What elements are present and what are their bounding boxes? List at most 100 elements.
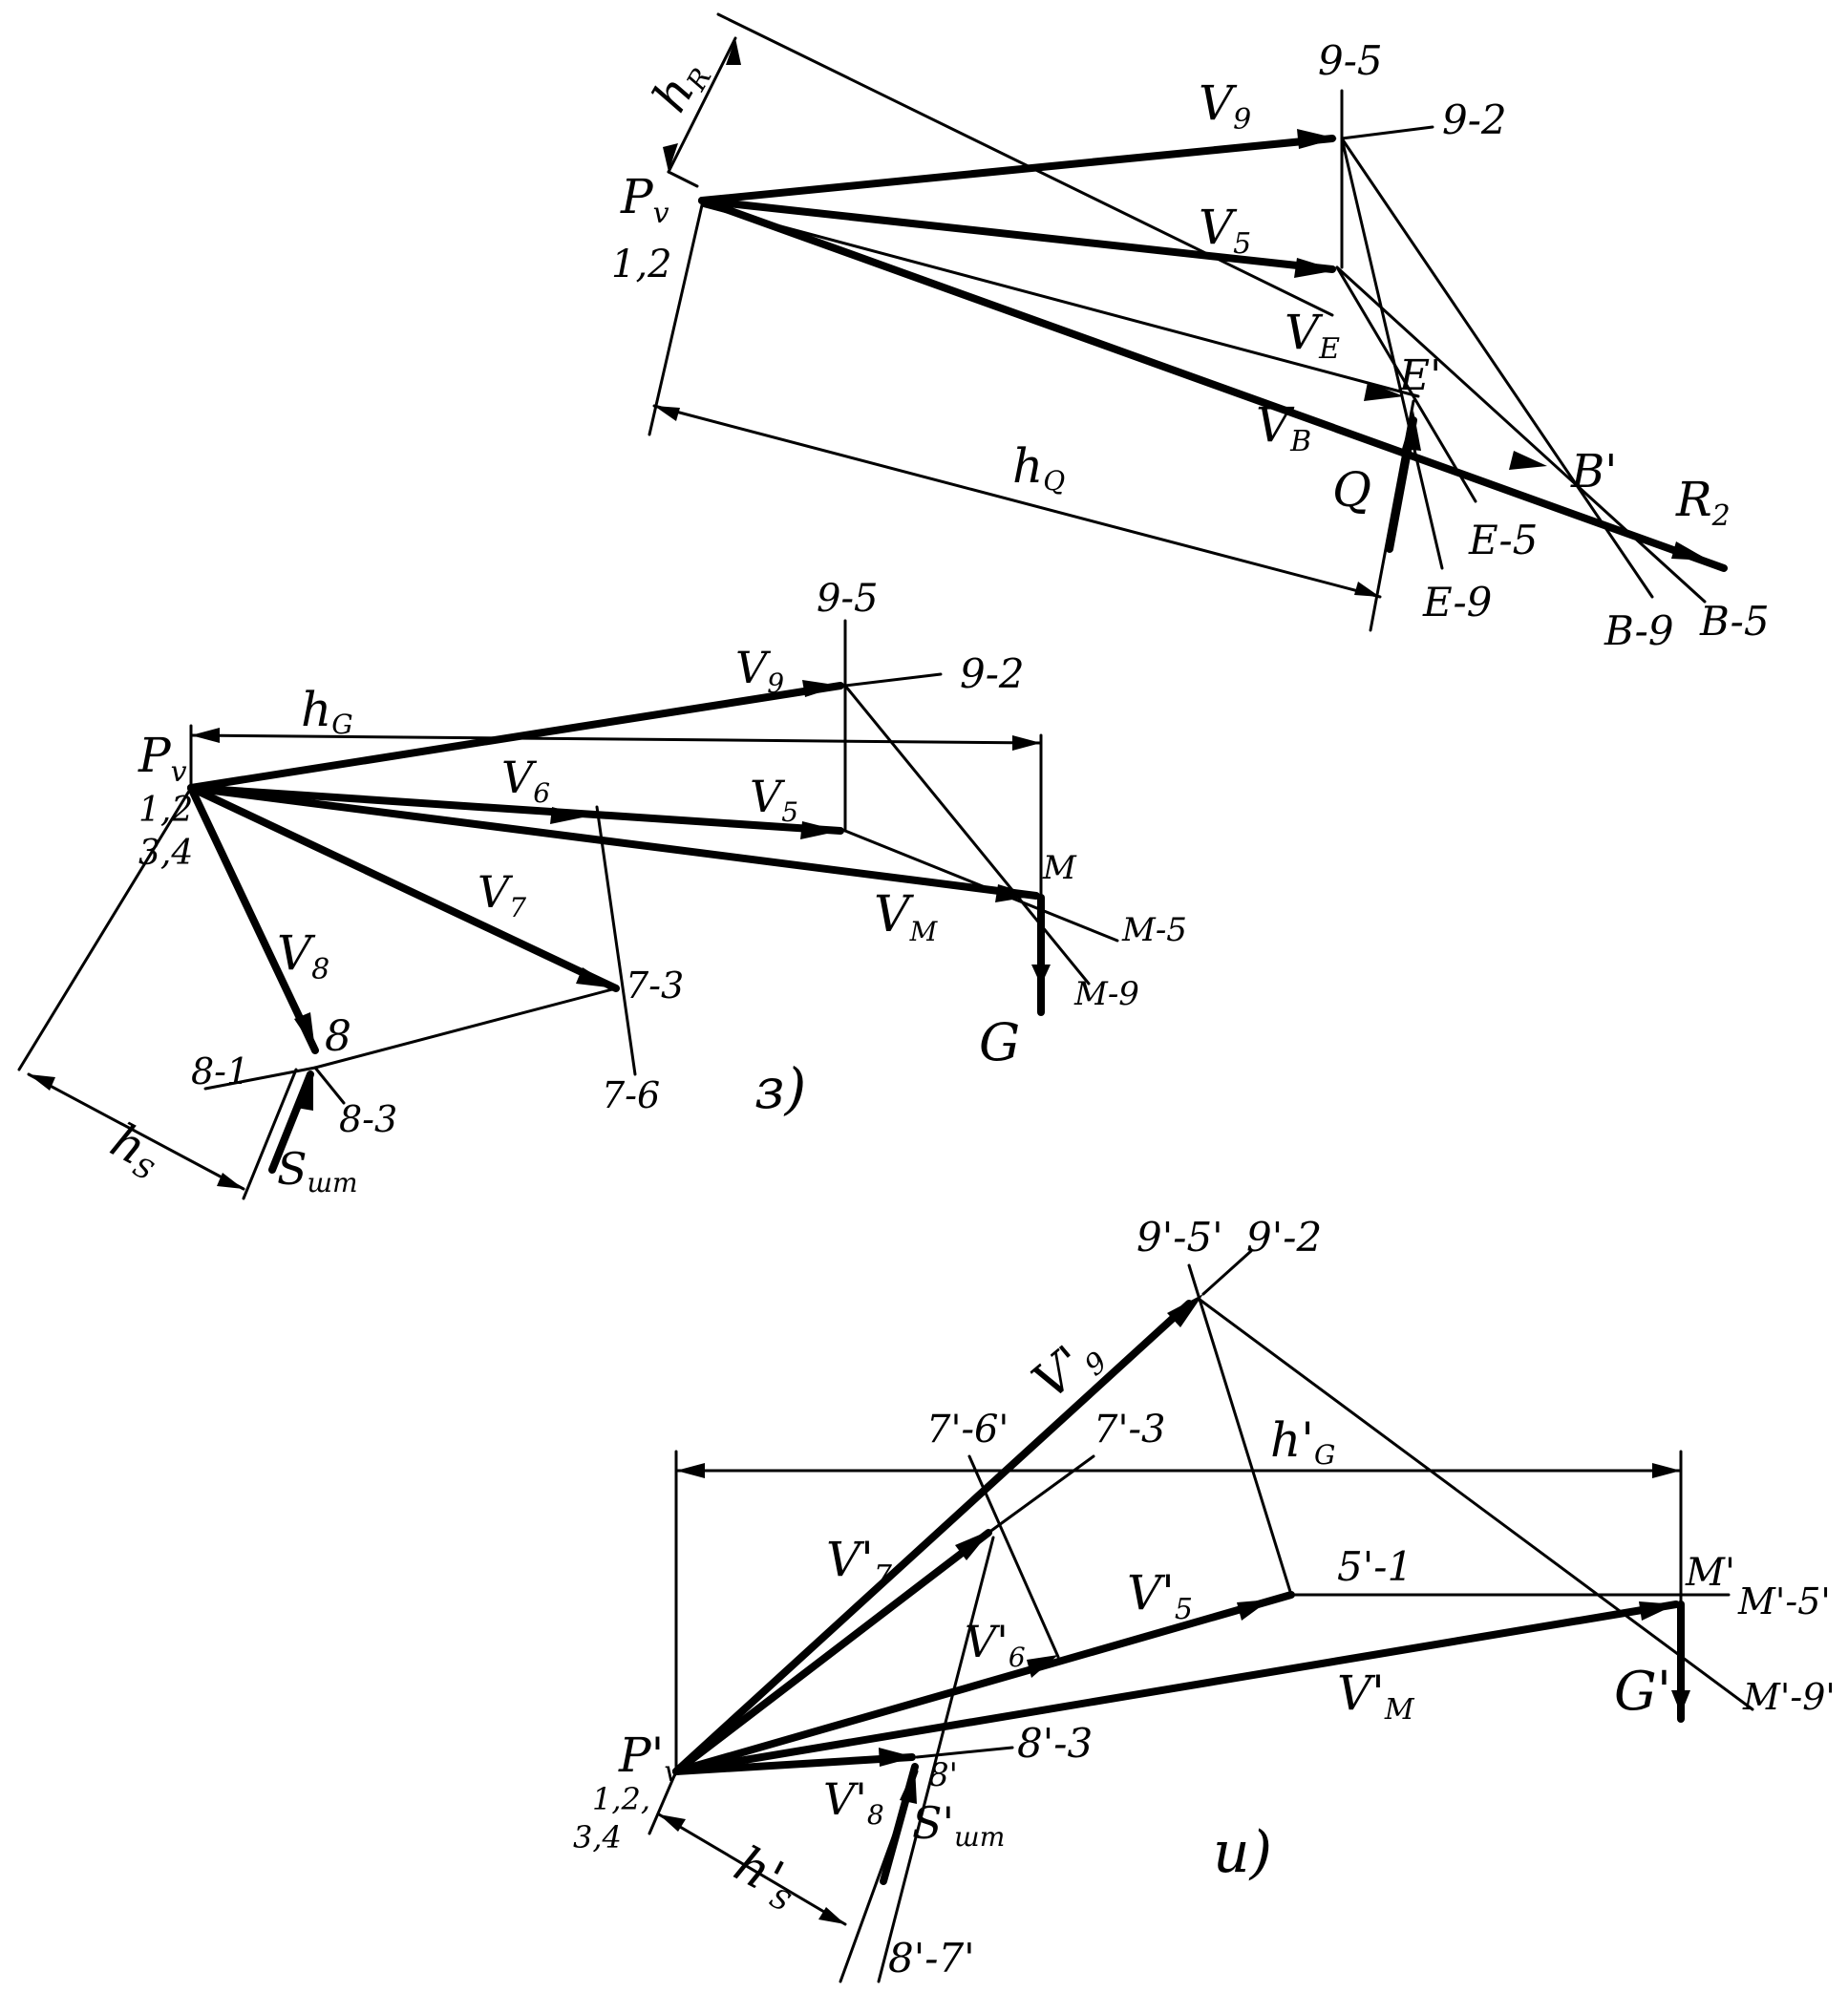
top-e-point-label: E' (1398, 351, 1441, 400)
top-v5-label: V5 (1199, 200, 1251, 261)
bot-hs-ext-left (648, 1770, 678, 1835)
top-vb-arrowhead (1509, 451, 1547, 470)
mid-pole-groups-2: 3,4 (138, 834, 193, 873)
top-velocity-plan: hR Pv 1,2 V9 V5 VE VB hQ Q E' B' R2 9-5 … (611, 12, 1770, 654)
mid-hg-arrow-right (1012, 735, 1041, 751)
mid-hg-dim-line (189, 733, 1043, 745)
top-ve-label: VE (1285, 305, 1340, 366)
mid-vector-s (268, 1071, 314, 1174)
bot-vector-v7 (672, 1529, 992, 1775)
mid-hs-arrow-left (29, 1074, 55, 1091)
bot-line-8-7 (877, 1536, 995, 1983)
top-r2-label: R2 (1675, 472, 1731, 533)
top-hq-dim-line (652, 404, 1382, 599)
mid-vector-vm (187, 784, 1040, 900)
top-line-b-5 (1335, 265, 1707, 604)
mid-v7-arrowhead (576, 967, 616, 988)
bot-7-6-label: 7'-6' (926, 1408, 1009, 1452)
mid-hs-ext-left (17, 786, 193, 1071)
mid-hs-dim-line (27, 1072, 245, 1191)
bot-m-point-label: M' (1685, 1551, 1735, 1595)
bottom-velocity-plan: 9'-5' 9'-2 V'9 7'-6' 7'-3 h'G V'7 V'6 V'… (573, 1214, 1836, 1983)
top-hq-arrow-left (654, 406, 680, 421)
mid-v6-arrowhead (550, 807, 587, 824)
mid-line-8-1 (203, 1066, 317, 1091)
bot-vector-vm (672, 1601, 1680, 1775)
bot-v9-arrowhead (1167, 1294, 1203, 1327)
bot-m-9-label: M'-9' (1742, 1676, 1836, 1718)
top-hr-arrow-upper (726, 38, 741, 65)
bot-hs-arrow-left (659, 1814, 686, 1832)
top-q-label: Q (1332, 462, 1371, 518)
mid-v6-label: V6 (501, 752, 550, 809)
bot-v7-label: V'7 (826, 1532, 893, 1593)
top-hq-arrow-right (1354, 582, 1380, 597)
bot-hg-arrow-left (676, 1463, 705, 1478)
bot-5-1-label: 5'-1 (1337, 1543, 1413, 1590)
mid-s-arrowhead (296, 1074, 313, 1111)
bot-panel-label: и) (1213, 1819, 1272, 1886)
mid-s-label: Sшт (277, 1143, 358, 1198)
mid-vector-v9 (187, 682, 844, 792)
mid-line-8-3 (313, 1066, 346, 1105)
bot-pole-groups-1: 1,2, (592, 1781, 650, 1817)
mid-vm-label: VM (874, 886, 939, 947)
bot-v8-arrowhead (879, 1748, 915, 1767)
mid-7-3-label: 7-3 (626, 965, 684, 1007)
bot-hg-arrow-right (1652, 1463, 1681, 1478)
bot-line-8-3 (915, 1746, 1014, 1759)
top-hr-label: hR (642, 50, 717, 123)
mid-7-6-label: 7-6 (602, 1074, 660, 1116)
bot-hs-arrow-right (818, 1907, 845, 1924)
top-line-9-2 (1340, 125, 1434, 140)
bot-line-9-2 (1201, 1249, 1253, 1296)
top-hr-ext-lower (667, 170, 699, 188)
top-b-point-label: B' (1570, 445, 1617, 498)
mid-v5-arrowhead (800, 821, 840, 839)
bot-vm-label: V'M (1337, 1665, 1415, 1727)
middle-velocity-plan: hG Pv 1,2 3,4 V9 V6 V5 V7 V8 VM M 8 G Sш… (17, 577, 1187, 1200)
bot-g-arrowhead (1671, 1690, 1690, 1714)
top-vector-vb (698, 197, 1728, 572)
bot-8-3-label: 8'-3 (1017, 1720, 1093, 1767)
mid-line-7-6 (595, 805, 637, 1076)
top-pole-label: Pv (620, 169, 669, 230)
top-line-e-9 (1340, 137, 1444, 570)
mid-pole-label: Pv (138, 728, 187, 789)
top-hr-ext-upper (716, 12, 1334, 317)
mid-vector-v7 (187, 784, 620, 992)
bot-s-label: S'шт (912, 1797, 1005, 1853)
mid-panel-label: з) (754, 1056, 806, 1121)
mid-line-9-2 (843, 672, 943, 688)
bot-m-5-label: M'-5' (1737, 1580, 1831, 1622)
mid-v9-arrowhead (802, 680, 840, 697)
top-9-5-label: 9-5 (1318, 37, 1383, 84)
mid-v5-label: V5 (750, 771, 798, 828)
bot-9-2-label: 9'-2 (1246, 1214, 1322, 1261)
mid-hs-arrow-right (217, 1173, 244, 1189)
bot-line-m-9 (1197, 1297, 1754, 1711)
mid-pole-groups-1: 1,2 (138, 791, 193, 830)
mid-m-9-label: M-9 (1073, 975, 1139, 1013)
bot-v6-label: V'6 (965, 1616, 1026, 1673)
bot-vm-arrowhead (1639, 1601, 1676, 1621)
mid-m-5-label: M-5 (1121, 911, 1187, 949)
top-ve-arrowhead (1364, 382, 1404, 401)
bot-line-9-5 (1187, 1263, 1293, 1597)
mid-hs-label: hS (100, 1113, 171, 1187)
top-line-e-5 (1335, 265, 1477, 503)
bot-g-label: G' (1614, 1661, 1671, 1723)
top-r2-arrowhead (1671, 541, 1710, 561)
bot-vector-v6-v5 (672, 1591, 1295, 1775)
top-pole-groups: 1,2 (611, 243, 672, 286)
mid-g-label: G (979, 1012, 1020, 1072)
top-hr-arrow-lower (663, 143, 678, 172)
mid-8-point-label: 8 (325, 1012, 351, 1061)
bot-v8-label: V'8 (823, 1773, 884, 1831)
mid-line-7-3 (313, 986, 618, 1070)
top-line-pv-ve (700, 203, 1420, 398)
top-b-5-label: B-5 (1699, 598, 1770, 645)
bot-hs-dim-line (657, 1813, 847, 1926)
mid-v7-label: V7 (478, 866, 526, 923)
